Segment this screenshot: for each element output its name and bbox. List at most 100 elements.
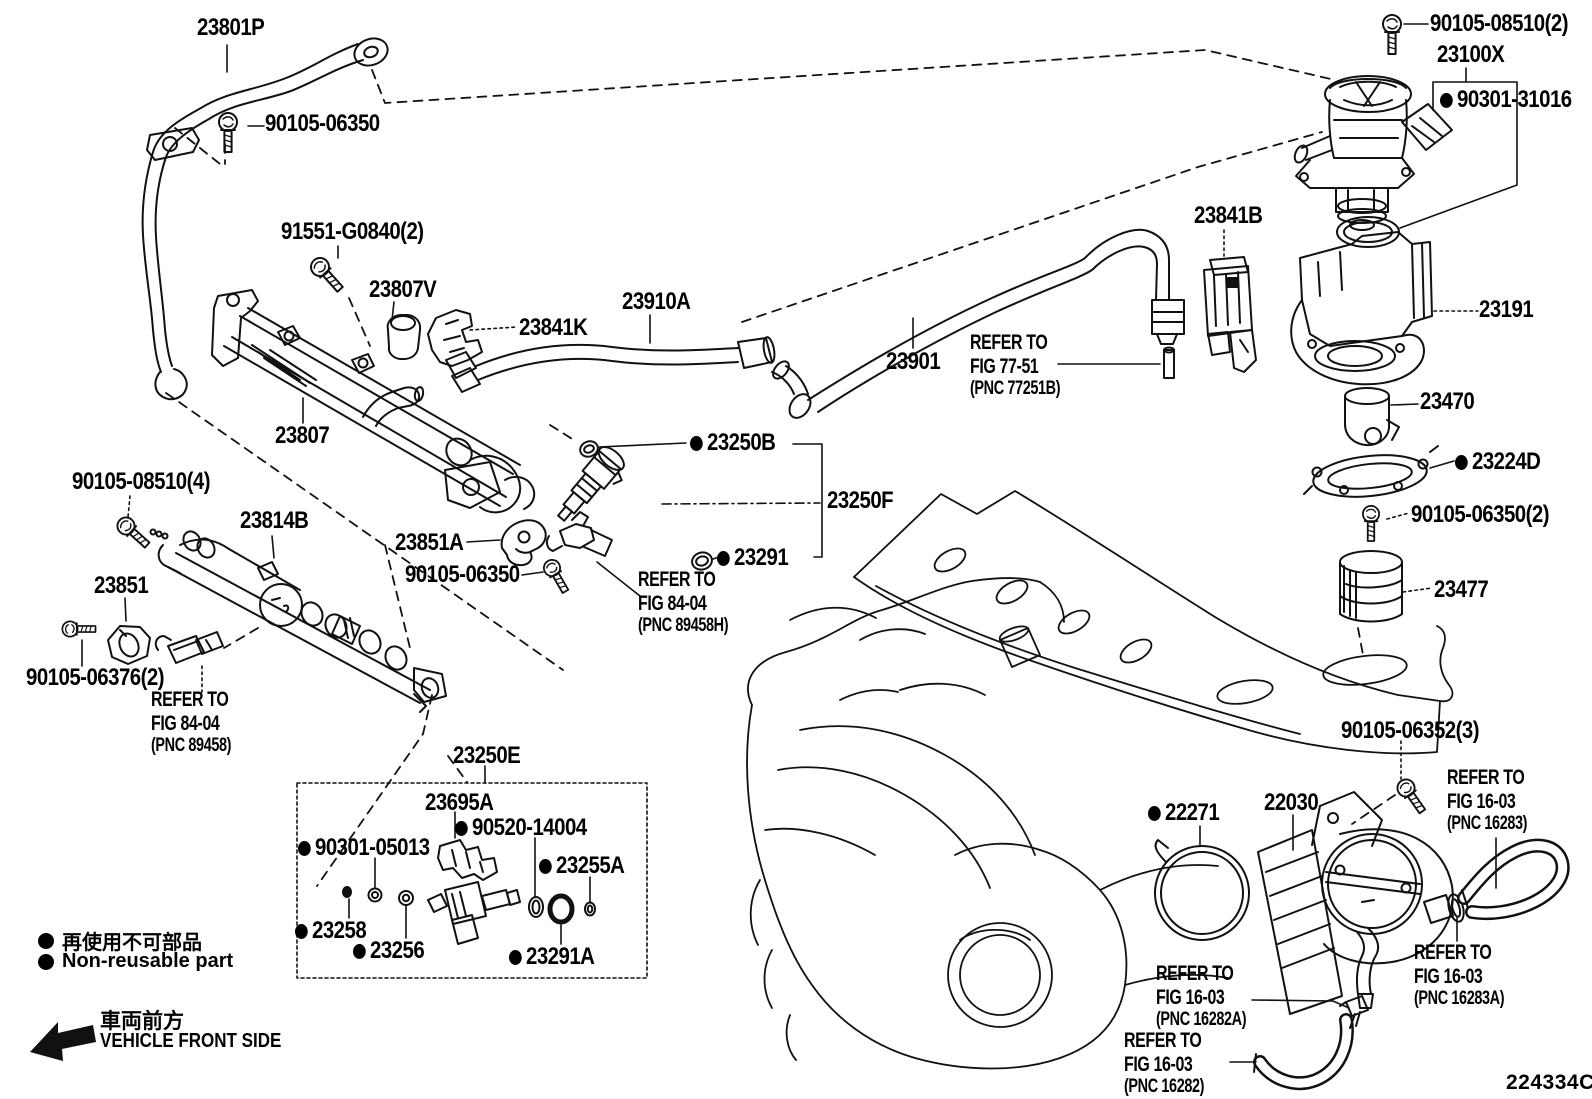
part-number-text: 23250E [453,742,521,769]
seal-23291A [547,893,575,925]
refer-note-line: REFER TO [970,331,1048,354]
part-number-text: 90105-08510(4) [72,468,211,495]
part-label-23291A: 23291A [509,943,595,970]
part-number-text: 23250B [707,429,776,456]
refer-note-line: REFER TO [151,688,229,711]
part-number-text: 23841K [519,314,588,341]
legend-non-reusable-en: Non-reusable part [38,950,233,973]
leader-lines [81,23,1518,1063]
non-reusable-dot-icon [539,858,552,874]
part-label-22030: 22030 [1264,789,1319,816]
non-reusable-dot-icon [509,949,522,965]
bolt-90105-08510-4 [112,512,154,553]
part-number-text: 90301-31016 [1457,86,1572,113]
bolt-90105-06352 [1393,775,1431,818]
part-label-22271: 22271 [1148,801,1220,825]
part-label-90301-31016: 90301-31016 [1440,88,1572,112]
fuel-pipe-23801P [141,37,389,401]
vehicle-front-en: VEHICLE FRONT SIDE [100,1030,282,1052]
part-number-text: 23807 [275,422,330,449]
part-number-text: 23258 [312,917,367,944]
part-label-90105-06350-a: 90105-06350 [265,112,380,136]
clip-23695A [437,839,498,881]
part-number-text: 23901 [886,348,941,375]
refer-note-line: FIG 16-03 [1124,1052,1193,1076]
part-number-text: 90105-06350 [265,110,380,137]
non-reusable-dot-icon [38,953,54,970]
part-label-23814B: 23814B [240,507,309,534]
refer-note-line: REFER TO [1156,962,1234,985]
refer-note-pnc: (PNC 89458H) [638,615,729,637]
engine-block [746,490,1454,1070]
bolt-90105-06350-2 [1362,504,1380,542]
part-label-23250F: 23250F [827,489,894,513]
legend-non-reusable-jp: 再使用不可部品 [38,926,202,955]
part-number-text: 90105-08510(2) [1430,10,1569,37]
part-number-text: 23255A [556,852,625,879]
refer-note-line: REFER TO [1447,766,1525,789]
non-reusable-dot-icon [1455,454,1468,470]
part-label-90105-08510-4: 90105-08510(4) [72,468,211,495]
part-number-text: 91551-G0840(2) [281,218,424,245]
part-number-text: 23291A [526,943,595,970]
part-number-text: 23814B [240,507,309,534]
refer-note-pnc: (PNC 89458) [151,735,232,757]
part-label-23910A: 23910A [622,288,691,315]
fuel-hose-23901 [807,228,1185,413]
part-label-23807V: 23807V [369,278,437,302]
bolt-90105-06350-mid [540,556,574,597]
bracket-23841K [427,309,483,367]
part-number-text: 23100X [1437,41,1505,68]
part-label-90301-05013: 90301-05013 [298,836,430,860]
refer-note-pnc: (PNC 16283A) [1414,988,1505,1010]
part-number-text: 23841B [1194,202,1263,229]
part-label-90105-06352-3: 90105-06352(3) [1341,719,1480,743]
o-ring-23291 [691,551,713,571]
refer-note-line: REFER TO [1124,1029,1202,1052]
part-number-text: 23224D [1472,448,1541,475]
bolt-90105-06350-top [218,112,238,153]
e-ring-90301-05013 [367,887,383,903]
spacer-23470 [1344,387,1400,447]
hose-16282 [1253,995,1369,1091]
bolt-90105-06376 [61,620,97,638]
part-label-90105-06350-2: 90105-06350(2) [1411,503,1550,527]
part-number-text: 90105-06376(2) [26,664,165,691]
refer-note-line: REFER TO [638,568,716,591]
part-label-23100X: 23100X [1437,41,1505,68]
part-label-23851A: 23851A [395,531,464,555]
non-reusable-dot-icon [455,820,468,836]
tube-77251B [1163,346,1175,379]
part-number-text: 23801P [197,14,265,41]
figure-code: 224334C [1506,1071,1592,1094]
part-number-text: 22030 [1264,789,1319,816]
vehicle-front-jp: 車両前方 [100,1010,184,1033]
part-label-90520-14004: 90520-14004 [455,816,587,840]
gasket-22271 [1154,839,1250,941]
nut-23851 [107,625,151,665]
refer-note-line: FIG 16-03 [1447,789,1516,813]
part-label-23191: 23191 [1479,296,1534,323]
hose-16283 [1457,838,1570,921]
non-reusable-dot-icon [1148,805,1161,821]
part-label-23841K: 23841K [519,314,588,341]
fuel-rail-23807 [211,289,536,514]
part-label-23255A: 23255A [539,852,625,879]
sensor-89458 [154,631,224,664]
part-number-text: 23910A [622,288,691,315]
pin-23258 [342,886,352,898]
part-number-text: 90105-06350 [405,561,520,588]
part-label-23901: 23901 [886,348,941,375]
non-reusable-dot-icon [353,943,366,959]
vehicle-front-arrow-icon [30,1022,96,1061]
part-number-text: 23191 [1479,296,1534,323]
part-label-91551-G0840: 91551-G0840(2) [281,220,424,244]
bracket-23191 [1290,231,1433,386]
